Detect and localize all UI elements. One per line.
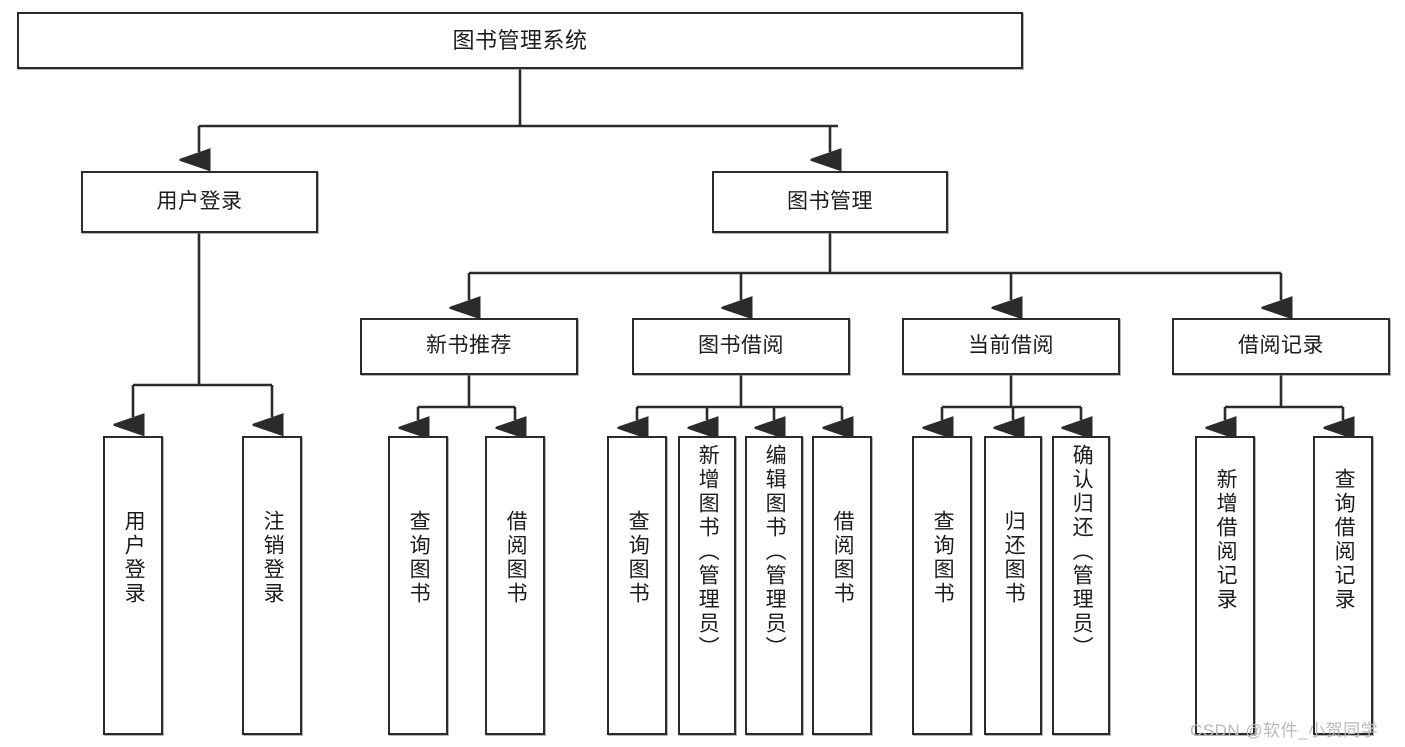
leaf-query-record-label: 查询借阅记录 xyxy=(1332,468,1356,612)
leaf-add-book-label: 新增图书（管理员） xyxy=(696,444,720,660)
leaf-query-book-3-label: 查询图书 xyxy=(931,510,955,606)
leaf-confirm-return[interactable]: 确认归还（管理员） xyxy=(1052,436,1110,735)
leaf-borrow-book-1[interactable]: 借阅图书 xyxy=(485,436,545,735)
leaf-query-book-1-label: 查询图书 xyxy=(407,510,431,606)
leaf-user-logout-label: 注销登录 xyxy=(261,510,285,606)
leaf-query-book-1[interactable]: 查询图书 xyxy=(388,436,448,735)
leaf-user-logout[interactable]: 注销登录 xyxy=(242,436,302,735)
leaf-query-book-2-label: 查询图书 xyxy=(626,510,650,606)
node-new-book-recommend-label: 新书推荐 xyxy=(426,334,512,358)
leaf-edit-book-label: 编辑图书（管理员） xyxy=(763,444,787,660)
leaf-add-record[interactable]: 新增借阅记录 xyxy=(1195,436,1255,735)
leaf-add-record-label: 新增借阅记录 xyxy=(1214,468,1238,612)
node-root-label: 图书管理系统 xyxy=(452,27,588,53)
leaf-query-book-2[interactable]: 查询图书 xyxy=(607,436,667,735)
node-book-borrow-label: 图书借阅 xyxy=(698,334,784,358)
leaf-query-record[interactable]: 查询借阅记录 xyxy=(1313,436,1373,735)
leaf-borrow-book-2-label: 借阅图书 xyxy=(831,510,855,606)
node-borrow-record[interactable]: 借阅记录 xyxy=(1172,318,1390,375)
node-current-borrow-label: 当前借阅 xyxy=(968,334,1054,358)
leaf-user-login[interactable]: 用户登录 xyxy=(103,436,163,735)
node-user-login-label: 用户登录 xyxy=(156,189,243,213)
node-current-borrow[interactable]: 当前借阅 xyxy=(902,318,1120,375)
leaf-edit-book[interactable]: 编辑图书（管理员） xyxy=(745,436,803,735)
leaf-borrow-book-1-label: 借阅图书 xyxy=(504,510,528,606)
node-book-manage[interactable]: 图书管理 xyxy=(712,171,948,233)
leaf-query-book-3[interactable]: 查询图书 xyxy=(912,436,972,735)
node-borrow-record-label: 借阅记录 xyxy=(1238,334,1324,358)
leaf-return-book[interactable]: 归还图书 xyxy=(984,436,1042,735)
leaf-confirm-return-label: 确认归还（管理员） xyxy=(1070,444,1094,660)
csdn-watermark: CSDN @软件_小贺同学 xyxy=(1190,721,1379,740)
leaf-return-book-label: 归还图书 xyxy=(1002,510,1026,606)
leaf-borrow-book-2[interactable]: 借阅图书 xyxy=(812,436,872,735)
node-user-login[interactable]: 用户登录 xyxy=(81,171,318,233)
node-book-manage-label: 图书管理 xyxy=(787,189,873,213)
node-new-book-recommend[interactable]: 新书推荐 xyxy=(360,318,578,375)
node-root[interactable]: 图书管理系统 xyxy=(17,12,1023,69)
leaf-user-login-label: 用户登录 xyxy=(122,510,146,606)
leaf-add-book[interactable]: 新增图书（管理员） xyxy=(678,436,736,735)
node-book-borrow[interactable]: 图书借阅 xyxy=(632,318,850,375)
